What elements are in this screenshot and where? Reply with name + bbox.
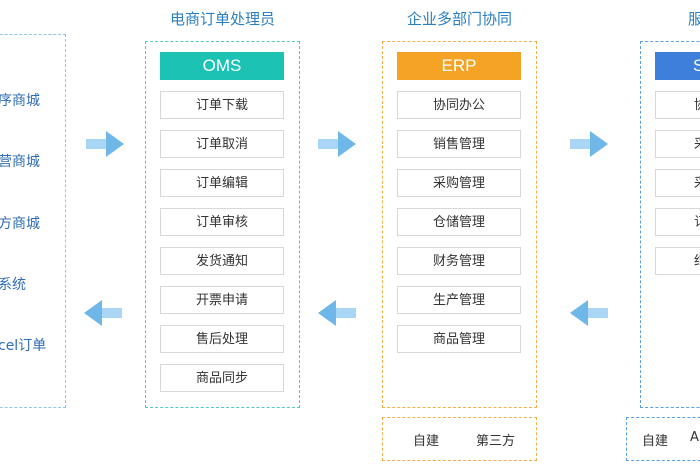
erp-item: 采购管理 xyxy=(397,169,521,197)
arrow-left-icon xyxy=(318,300,356,326)
oms-item: 订单取消 xyxy=(160,130,284,158)
erp-item: 仓储管理 xyxy=(397,208,521,236)
oms-item: 订单编辑 xyxy=(160,169,284,197)
oms-item: 开票申请 xyxy=(160,286,284,314)
erp-footer-self-built: 自建 xyxy=(413,434,440,449)
erp-item: 商品管理 xyxy=(397,325,521,353)
erp-item: 销售管理 xyxy=(397,130,521,158)
arrow-right-icon xyxy=(318,131,356,157)
third-item: 结 xyxy=(655,247,700,275)
oms-header: OMS xyxy=(160,52,284,80)
third-header: S xyxy=(655,52,700,80)
arrow-right-icon xyxy=(570,131,608,157)
oms-item: 发货通知 xyxy=(160,247,284,275)
left-item: 序商城 xyxy=(0,93,40,109)
third-footer-self-built: 自建 xyxy=(642,434,669,449)
left-item: cel订单 xyxy=(0,338,47,354)
oms-item: 商品同步 xyxy=(160,364,284,392)
arrow-left-icon xyxy=(84,300,122,326)
left-source-panel xyxy=(0,34,66,408)
oms-item: 订单下载 xyxy=(160,91,284,119)
erp-item: 协同办公 xyxy=(397,91,521,119)
left-item: 系统 xyxy=(0,277,26,293)
arrow-left-icon xyxy=(570,300,608,326)
third-title: 服 xyxy=(688,10,700,28)
arrow-right-icon xyxy=(86,131,124,157)
third-item: 协 xyxy=(655,91,700,119)
third-item: 采 xyxy=(655,169,700,197)
third-item: 采 xyxy=(655,130,700,158)
oms-item: 售后处理 xyxy=(160,325,284,353)
oms-item: 订单审核 xyxy=(160,208,284,236)
erp-header: ERP xyxy=(397,52,521,80)
third-footer-panel xyxy=(626,417,700,461)
erp-item: 生产管理 xyxy=(397,286,521,314)
erp-panel xyxy=(382,41,537,408)
third-panel xyxy=(640,41,700,408)
oms-title: 电商订单处理员 xyxy=(169,10,275,28)
oms-panel xyxy=(145,41,300,408)
left-item: 方商城 xyxy=(0,216,40,232)
third-item: 订 xyxy=(655,208,700,236)
erp-title: 企业多部门协同 xyxy=(406,10,512,28)
erp-footer-panel xyxy=(382,417,537,461)
third-footer-api: A xyxy=(690,430,699,445)
erp-footer-third-party: 第三方 xyxy=(476,434,516,449)
left-item: 营商城 xyxy=(0,154,40,170)
erp-item: 财务管理 xyxy=(397,247,521,275)
